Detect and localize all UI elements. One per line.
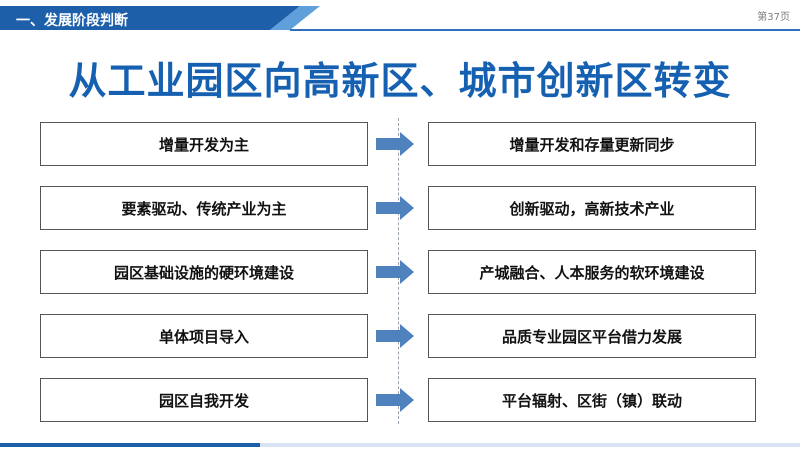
left-box-3: 园区基础设施的硬环境建设 <box>40 250 368 294</box>
page-title: 从工业园区向高新区、城市创新区转变 <box>68 59 732 103</box>
right-arrow-icon <box>376 260 414 284</box>
left-box-2: 要素驱动、传统产业为主 <box>40 186 368 230</box>
left-box-4: 单体项目导入 <box>40 314 368 358</box>
right-box-2: 创新驱动，高新技术产业 <box>428 186 756 230</box>
header-band <box>0 6 800 31</box>
footer-decoration <box>0 443 800 447</box>
right-box-1: 增量开发和存量更新同步 <box>428 122 756 166</box>
right-box-3: 产城融合、人本服务的软环境建设 <box>428 250 756 294</box>
right-arrow-icon <box>376 196 414 220</box>
right-arrow-icon <box>376 132 414 156</box>
left-box-5: 园区自我开发 <box>40 378 368 422</box>
right-box-4: 品质专业园区平台借力发展 <box>428 314 756 358</box>
right-arrow-icon <box>376 388 414 412</box>
right-box-5: 平台辐射、区街（镇）联动 <box>428 378 756 422</box>
section-tag: 一、发展阶段判断 <box>16 13 128 29</box>
right-arrow-icon <box>376 324 414 348</box>
left-box-1: 增量开发为主 <box>40 122 368 166</box>
page-number: 第37页 <box>757 12 790 23</box>
